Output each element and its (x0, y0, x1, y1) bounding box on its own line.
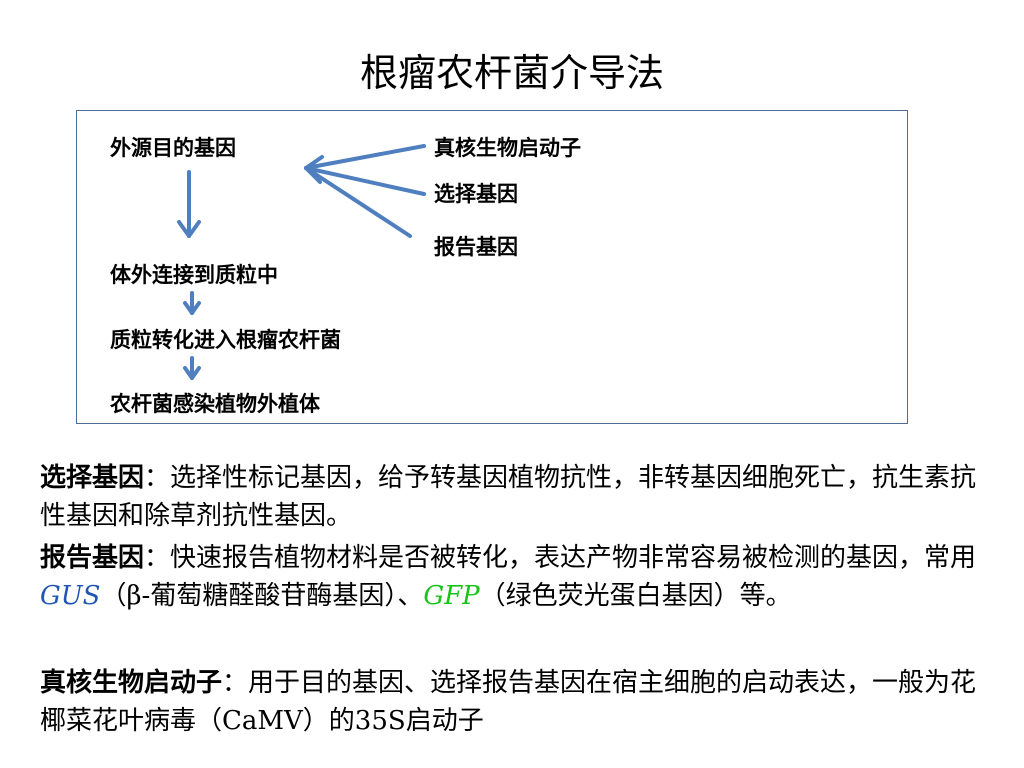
note-reporter-text2: （β-葡萄糖醛酸苷酶基因）、 (100, 581, 424, 611)
note-selection-term: 选择基因 (40, 463, 145, 493)
note-reporter-gus: GUS (40, 581, 101, 611)
note-eukaryotic-promoter: 真核生物启动子：用于目的基因、选择报告基因在宿主细胞的启动表达，一般为花椰菜花叶… (40, 664, 995, 740)
step-ligate-plasmid: 体外连接到质粒中 (110, 262, 278, 287)
note-reporter-sep: ： (144, 543, 171, 573)
step-exogenous-gene: 外源目的基因 (110, 135, 236, 160)
note-reporter-text3: （绿色荧光蛋白基因）等。 (479, 581, 792, 611)
element-selection-gene: 选择基因 (434, 181, 518, 206)
diagram-box (76, 110, 908, 424)
element-reporter-gene: 报告基因 (434, 234, 518, 259)
note-promoter-text: 用于目的基因、选择报告基因在宿主细胞的启动表达，一般为花椰菜花叶病毒（CaMV）… (40, 668, 977, 736)
step-infect-explant: 农杆菌感染植物外植体 (110, 391, 320, 416)
page-title: 根瘤农杆菌介导法 (359, 51, 664, 95)
element-eukaryotic-promoter: 真核生物启动子 (434, 135, 581, 160)
note-selection-gene: 选择基因：选择性标记基因，给予转基因植物抗性，非转基因细胞死亡，抗生素抗性基因和… (40, 459, 995, 535)
note-selection-sep: ： (144, 463, 171, 493)
note-promoter-sep: ： (222, 668, 249, 698)
note-reporter-text1: 快速报告植物材料是否被转化，表达产物非常容易被检测的基因，常用 (170, 543, 977, 573)
note-reporter-term: 报告基因 (40, 543, 145, 573)
note-selection-text: 选择性标记基因，给予转基因植物抗性，非转基因细胞死亡，抗生素抗性基因和除草剂抗性… (40, 463, 977, 531)
step-transform-agrobacterium: 质粒转化进入根瘤农杆菌 (110, 327, 341, 352)
note-reporter-gfp: GFP (423, 581, 480, 611)
note-reporter-gene: 报告基因：快速报告植物材料是否被转化，表达产物非常容易被检测的基因，常用GUS（… (40, 539, 995, 615)
note-promoter-term: 真核生物启动子 (40, 668, 223, 698)
